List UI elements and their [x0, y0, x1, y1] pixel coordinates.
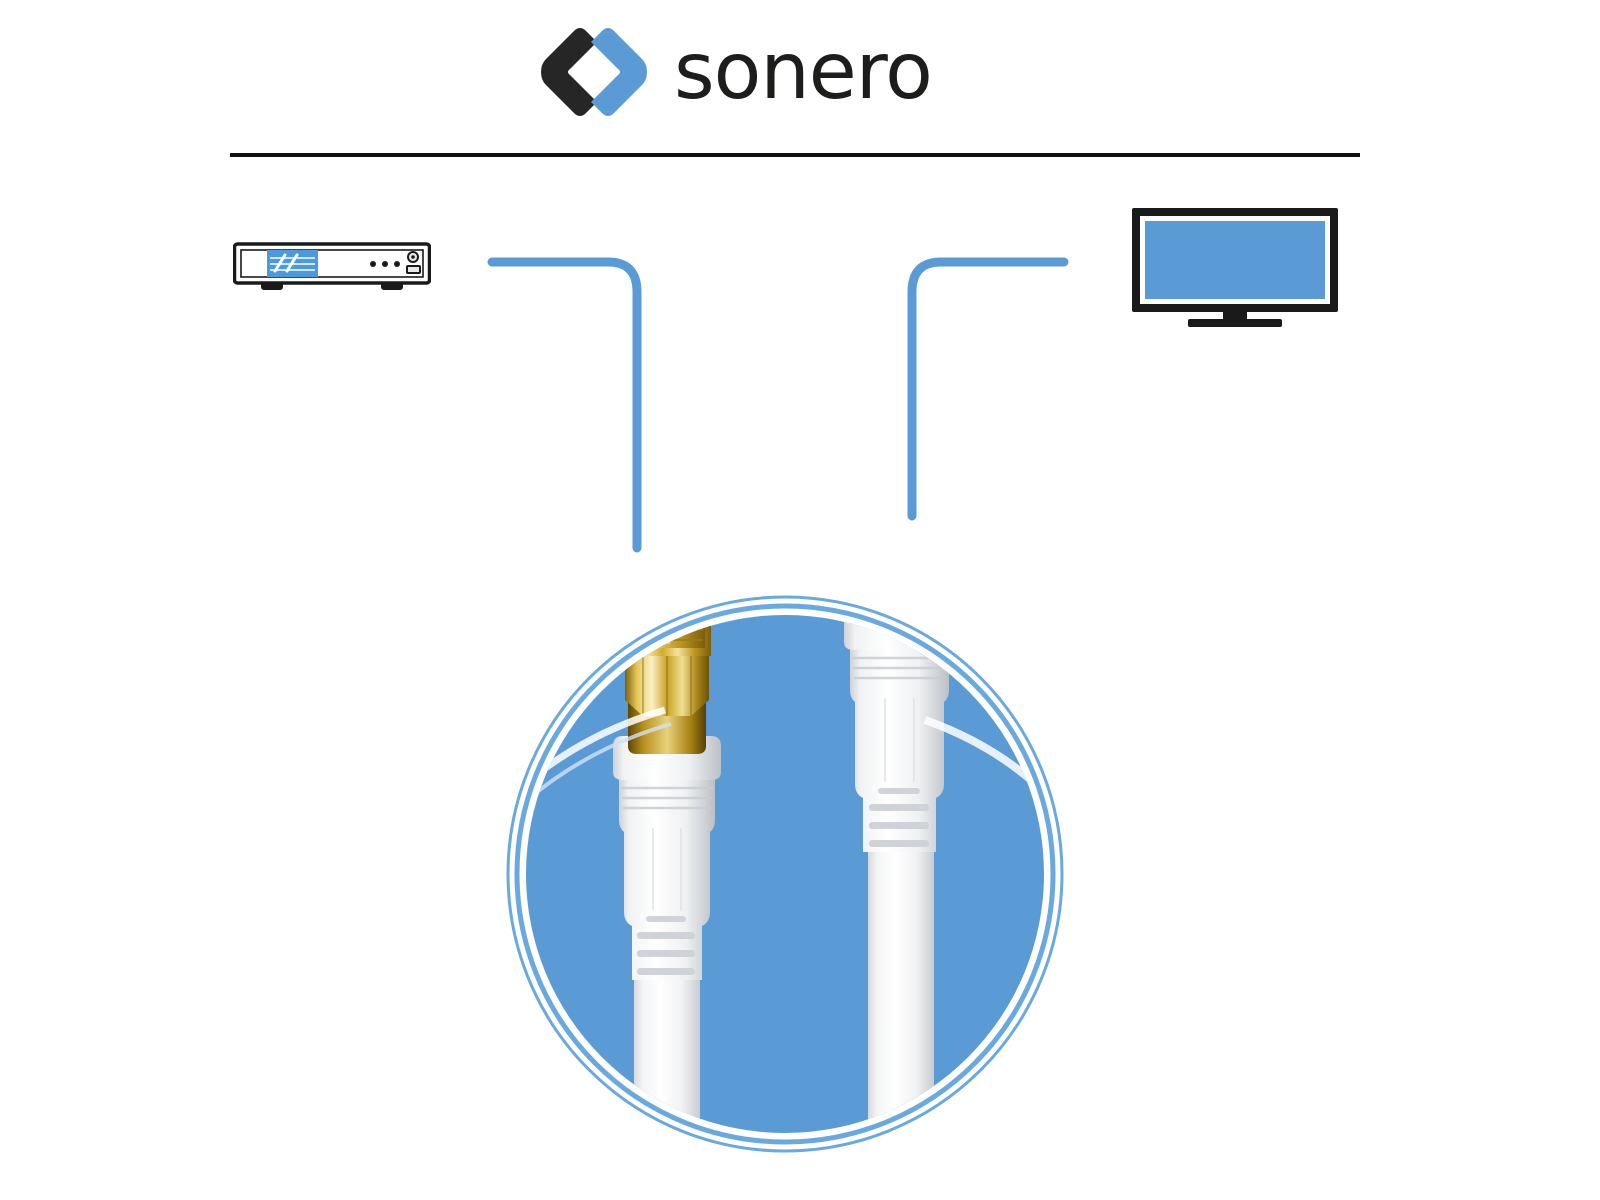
product-photo-circle — [506, 595, 1064, 1153]
set-top-box-icon — [233, 242, 431, 290]
brand-wordmark: sonero — [674, 27, 933, 117]
sonero-logo-icon — [541, 28, 647, 116]
tv-icon — [1132, 208, 1338, 327]
header-divider-rule — [230, 153, 1360, 157]
brand-header: sonero — [540, 22, 1060, 122]
